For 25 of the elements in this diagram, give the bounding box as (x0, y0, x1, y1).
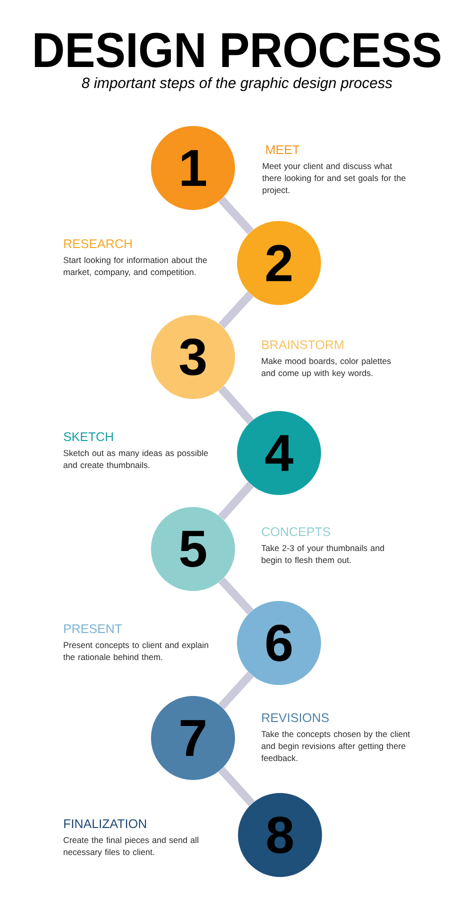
step-description: Start looking for information about the market, company, and competition. (64, 256, 207, 277)
step-description: Meet your client and discuss what there looking for and set goals for the project. (262, 162, 406, 195)
step-description: Present concepts to client and explain the rationale behind them. (63, 642, 208, 660)
connector-line (218, 291, 254, 329)
connector-line (218, 196, 254, 234)
connector-line (218, 577, 254, 615)
title: DESIGN PROCESS (34, 32, 440, 68)
subtitle: 8 important steps of the graphic design process (82, 77, 392, 92)
step-description: Sketch out as many ideas as possible and create thumbnails. (64, 450, 208, 468)
connector-line (218, 766, 255, 806)
step-heading: BRAINSTORM (262, 340, 344, 350)
step-heading: RESEARCH (64, 239, 132, 248)
connector-line (218, 672, 254, 710)
connector-line (218, 482, 254, 520)
step-description: Take 2-3 of your thumbnails and begin to flesh them out. (261, 544, 384, 565)
step-description: Take the concepts chosen by the client and begin revisions after getting there feedback. (261, 730, 410, 762)
step-heading: CONCEPTS (262, 527, 330, 536)
step-heading: MEET (266, 145, 300, 154)
connector-line (218, 386, 254, 424)
step-heading: SKETCH (64, 432, 113, 442)
step-heading: PRESENT (64, 624, 122, 634)
step-heading: FINALIZATION (64, 819, 146, 828)
step-description: Create the final pieces and send all necessary files to client. (64, 836, 198, 857)
step-description: Make mood boards, color palettes and come up with key words. (262, 358, 391, 378)
step-heading: REVISIONS (262, 713, 329, 722)
